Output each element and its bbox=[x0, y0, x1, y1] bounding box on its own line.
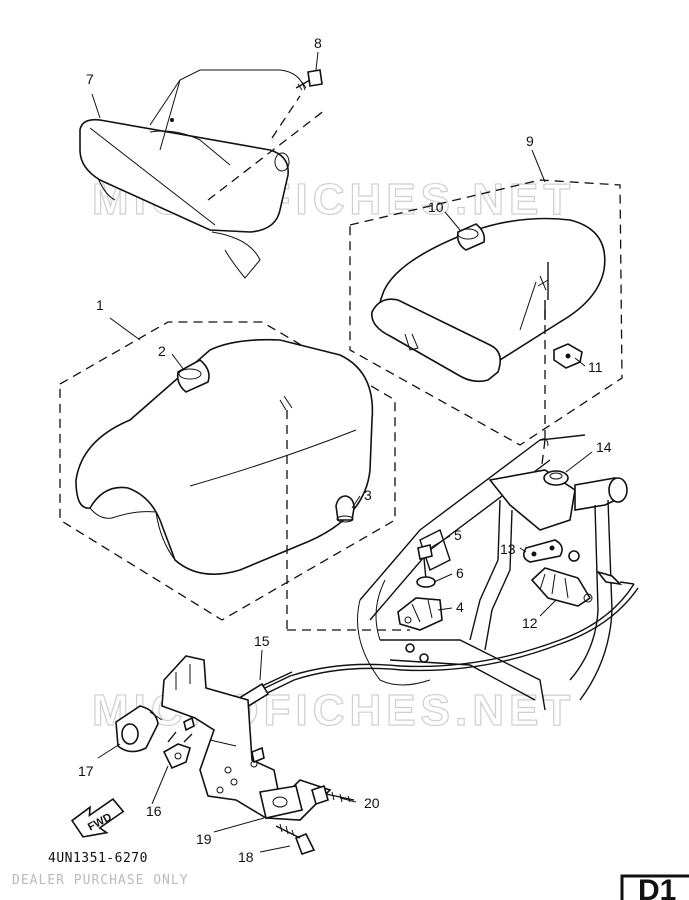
fitting-near-13 bbox=[568, 550, 580, 562]
callout-17: 17 bbox=[78, 763, 94, 779]
lock-cylinder-part-17 bbox=[115, 705, 163, 753]
damper-part-3 bbox=[335, 495, 355, 523]
main-seat-part-1 bbox=[75, 338, 374, 576]
screw-part-20 bbox=[311, 784, 355, 806]
diagram-code: 4UN1351-6270 bbox=[48, 851, 148, 866]
seat-hook-part-4 bbox=[397, 597, 443, 631]
grommet-part-14 bbox=[543, 470, 569, 486]
page-label-box: D1 bbox=[620, 874, 689, 900]
callout-13: 13 bbox=[500, 541, 516, 557]
small-fastener-b bbox=[183, 716, 195, 732]
lock-mount-plate bbox=[161, 655, 332, 821]
callout-9: 9 bbox=[526, 133, 534, 149]
fwd-arrow-icon: FWD bbox=[70, 798, 125, 838]
callout-6: 6 bbox=[456, 565, 464, 581]
page-label: D1 bbox=[638, 874, 676, 900]
dashed-box-part-1 bbox=[59, 321, 396, 621]
callout-4: 4 bbox=[456, 599, 464, 615]
bolt-part-8 bbox=[295, 69, 323, 91]
callout-8: 8 bbox=[314, 35, 322, 51]
bracket-part-19 bbox=[259, 785, 303, 819]
seat-frame bbox=[357, 434, 628, 711]
plate-part-13 bbox=[522, 539, 563, 563]
small-fastener bbox=[251, 746, 265, 764]
lock-bracket-part-12 bbox=[530, 567, 593, 607]
pillion-mount-dash bbox=[539, 310, 546, 481]
callout-2: 2 bbox=[158, 343, 166, 359]
nut-part-11 bbox=[553, 343, 583, 369]
fastener-near-4 bbox=[405, 643, 415, 653]
callout-7: 7 bbox=[86, 71, 94, 87]
seat-mount-dash bbox=[286, 410, 410, 631]
callout-3: 3 bbox=[364, 487, 372, 503]
callout-16: 16 bbox=[146, 803, 162, 819]
seat-band-part-2 bbox=[176, 359, 210, 393]
callout-18: 18 bbox=[238, 849, 254, 865]
bolt-part-18 bbox=[275, 823, 316, 856]
seat-band-part-10 bbox=[456, 223, 486, 251]
callout-19: 19 bbox=[196, 831, 212, 847]
callout-10: 10 bbox=[428, 199, 444, 215]
callout-14: 14 bbox=[596, 439, 612, 455]
callout-leaders bbox=[91, 51, 593, 853]
callout-20: 20 bbox=[364, 795, 380, 811]
fastener-near-4b bbox=[419, 653, 429, 663]
seat-cowl-part-7 bbox=[79, 69, 326, 279]
callout-12: 12 bbox=[522, 615, 538, 631]
washer-part-6 bbox=[416, 576, 436, 588]
dashed-box-part-9 bbox=[349, 179, 623, 446]
faint-watermark: DEALER PURCHASE ONLY bbox=[12, 873, 189, 888]
callout-11: 11 bbox=[588, 359, 603, 375]
callout-1: 1 bbox=[96, 297, 104, 313]
cam-part-16 bbox=[162, 731, 193, 770]
cable-end bbox=[595, 570, 635, 586]
callout-15: 15 bbox=[254, 633, 270, 649]
callout-5: 5 bbox=[454, 527, 462, 543]
